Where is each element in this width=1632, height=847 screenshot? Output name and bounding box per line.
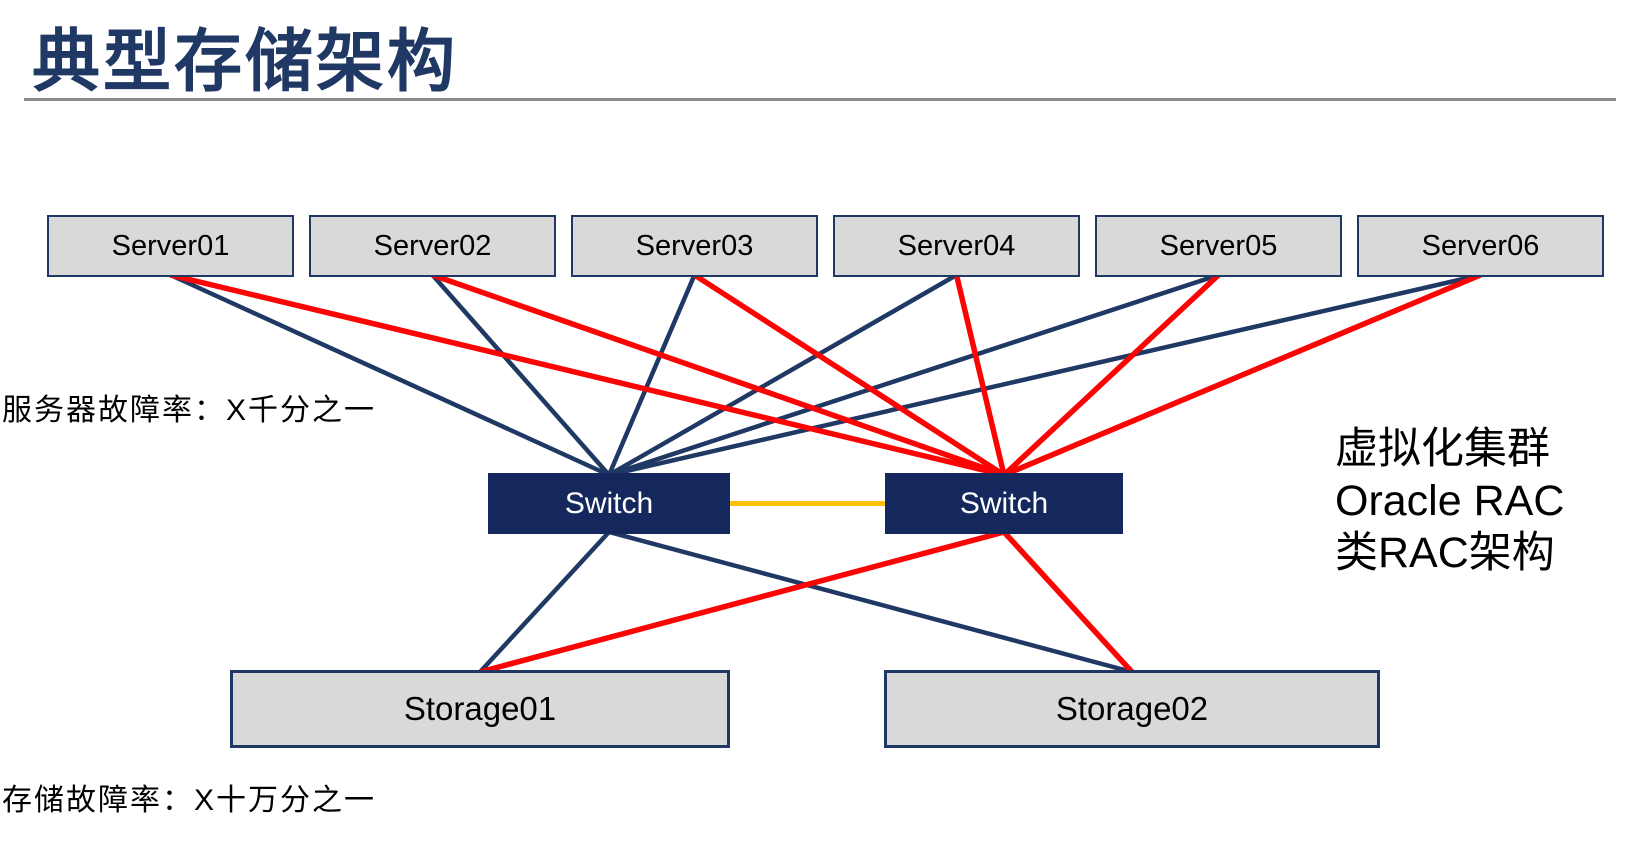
edge-switch2-storage02 xyxy=(1001,530,1135,674)
node-storage02: Storage02 xyxy=(884,670,1380,748)
edge-switch2-storage01 xyxy=(479,529,1005,675)
storage-failure-rate-label: 存储故障率：X十万分之一 xyxy=(2,784,377,817)
server-failure-rate-label: 服务器故障率：X千分之一 xyxy=(2,394,377,427)
annotation-line: Oracle RAC xyxy=(1335,477,1565,525)
node-switch2: Switch xyxy=(885,473,1123,534)
edge-server02-switch2 xyxy=(431,272,1005,478)
node-label-storage02: Storage02 xyxy=(1055,690,1209,727)
node-label-server05: Server05 xyxy=(1159,229,1278,262)
node-label-server01: Server01 xyxy=(111,229,230,262)
edge-server04-switch2 xyxy=(953,274,1007,476)
edge-server04-switch1 xyxy=(607,273,958,477)
node-label-storage01: Storage01 xyxy=(403,690,557,727)
node-server05: Server05 xyxy=(1095,215,1342,277)
edge-server05-switch1 xyxy=(608,272,1220,478)
node-label-server06: Server06 xyxy=(1421,229,1540,262)
page-title: 典型存储架构 xyxy=(32,24,459,100)
edge-server01-switch2 xyxy=(169,272,1005,478)
cluster-annotation: 虚拟化集群 Oracle RAC 类RAC架构 xyxy=(1335,423,1564,579)
edge-server03-switch1 xyxy=(606,274,697,476)
annotation-line: 虚拟化集群 xyxy=(1335,425,1550,473)
edge-server01-switch1 xyxy=(169,272,610,478)
edge-server02-switch1 xyxy=(430,273,611,477)
edge-server06-switch2 xyxy=(1002,272,1482,478)
node-server02: Server02 xyxy=(309,215,556,277)
edge-server05-switch2 xyxy=(1002,272,1221,478)
node-server03: Server03 xyxy=(571,215,818,277)
node-label-switch2: Switch xyxy=(959,486,1049,520)
node-label-switch1: Switch xyxy=(564,486,654,520)
node-storage01: Storage01 xyxy=(230,670,730,748)
edge-switch1-storage02 xyxy=(608,529,1133,675)
node-server06: Server06 xyxy=(1357,215,1604,277)
node-label-server02: Server02 xyxy=(373,229,492,262)
node-server01: Server01 xyxy=(47,215,294,277)
title-divider xyxy=(24,98,1616,101)
edge-switch1-storage01 xyxy=(478,530,611,674)
node-switch1: Switch xyxy=(488,473,730,534)
node-label-server03: Server03 xyxy=(635,229,754,262)
node-server04: Server04 xyxy=(833,215,1080,277)
edge-server03-switch2 xyxy=(693,272,1006,478)
node-label-server04: Server04 xyxy=(897,229,1016,262)
annotation-line: 类RAC架构 xyxy=(1335,529,1555,577)
edge-server06-switch1 xyxy=(608,272,1482,478)
